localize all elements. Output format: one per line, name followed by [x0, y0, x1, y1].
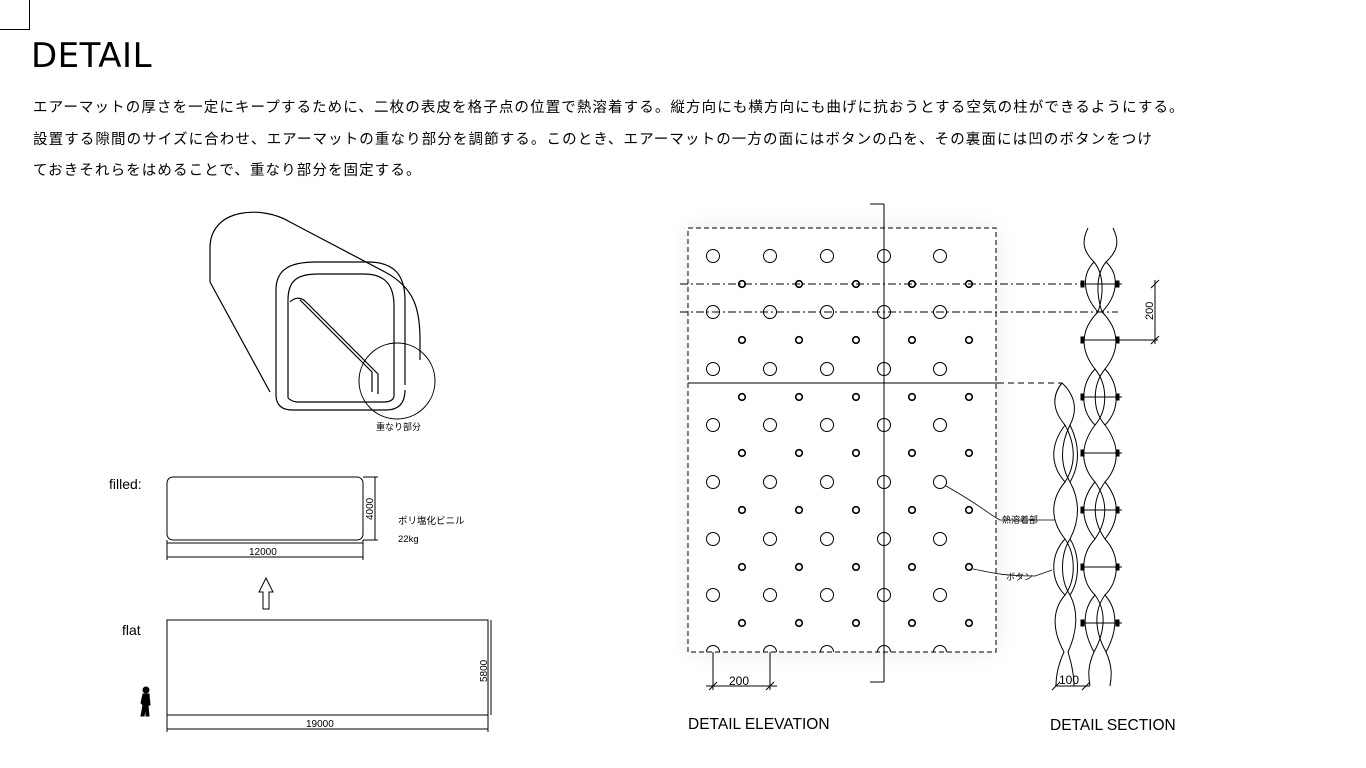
flat-height-dim: 5800 [479, 659, 490, 682]
description-line: エアーマットの厚さを一定にキープするために、二枚の表皮を格子点の位置で熱溶着する… [33, 100, 1185, 116]
elevation-drawing: 200 熱溶着部 ボタン [680, 203, 1118, 691]
section-buttons [1080, 280, 1120, 627]
overlap-callout-circle [358, 342, 436, 420]
section-drawing [1051, 227, 1160, 691]
corner-frame [0, 0, 30, 30]
material-label: ポリ塩化ビニル [398, 515, 465, 527]
flat-mat [166, 619, 492, 732]
filled-label: filled: [109, 476, 142, 492]
overlap-label: 重なり部分 [376, 421, 421, 432]
isometric-tube [209, 211, 421, 411]
button-label: ボタン [1006, 572, 1033, 582]
section-title: DETAIL SECTION [1050, 717, 1176, 734]
flat-width-dim: 19000 [306, 719, 334, 730]
description: エアーマットの厚さを一定にキープするために、二枚の表皮を格子点の位置で熱溶着する… [33, 93, 1353, 188]
filled-height-dim: 4000 [365, 497, 376, 520]
filled-width-dim: 12000 [249, 547, 277, 558]
elevation-spacing-dim: 200 [729, 674, 749, 688]
person-scale-icon [140, 686, 151, 717]
elevation-buttons [737, 279, 974, 628]
weld-label: 熱溶着部 [1002, 514, 1038, 525]
elevation-title: DETAIL ELEVATION [688, 716, 830, 733]
weight-label: 22kg [398, 534, 419, 545]
description-line: ておきそれらをはめることで、重なり部分を固定する。 [33, 163, 422, 179]
section-thickness-dim: 100 [1059, 673, 1079, 687]
flat-label: flat [122, 622, 141, 638]
up-arrow-icon [258, 576, 274, 610]
description-line: 設置する隙間のサイズに合わせ、エアーマットの重なり部分を調節する。このとき、エア… [33, 131, 1154, 148]
section-pitch-dim: 200 [1144, 302, 1156, 320]
page-title: DETAIL [31, 36, 153, 76]
filled-mat [166, 476, 378, 560]
